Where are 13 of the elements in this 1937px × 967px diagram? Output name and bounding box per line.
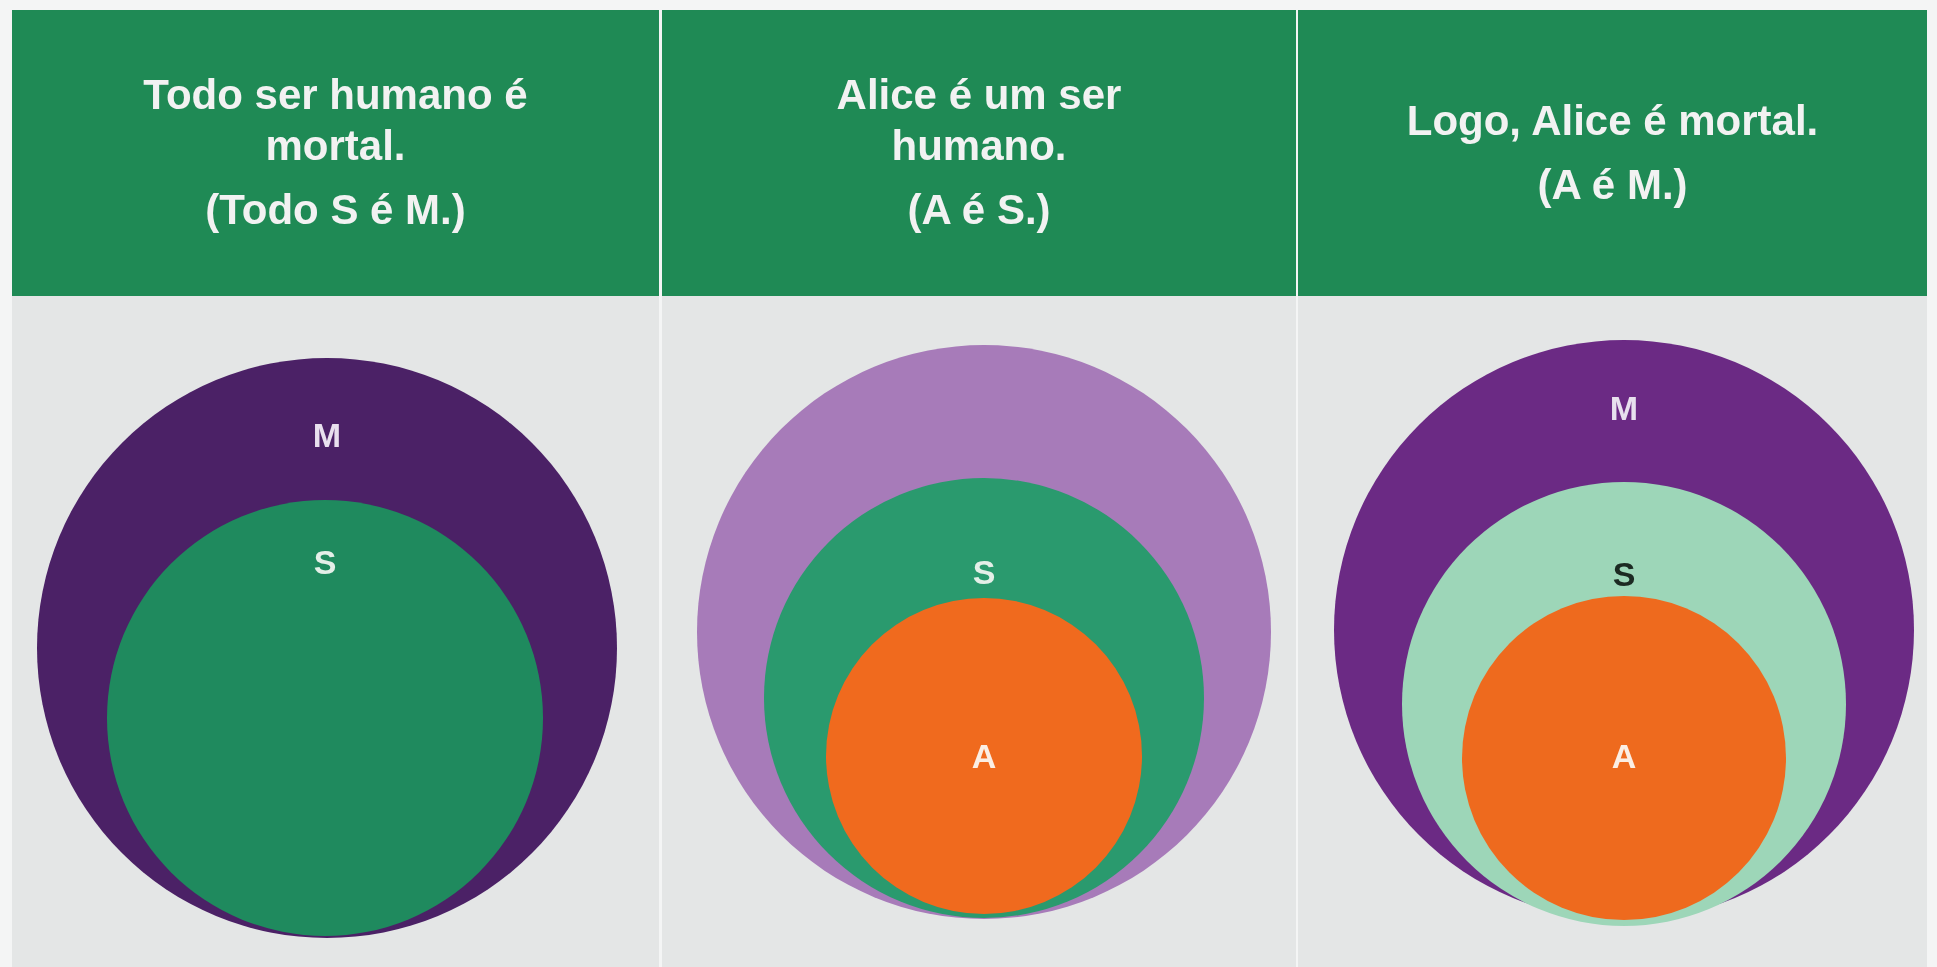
set-letter: S — [1612, 554, 1636, 594]
set-letter: S — [313, 542, 337, 582]
set-letter: A — [971, 736, 997, 776]
set-letter: A — [1611, 736, 1637, 776]
header-text: (Todo S é M.) — [205, 185, 466, 236]
set-letter: S — [972, 552, 996, 592]
header-text: (A é S.) — [907, 185, 1051, 236]
set-letter: M — [1609, 388, 1639, 428]
header-text: (A é M.) — [1537, 160, 1688, 210]
header-text: Alice é um ser humano. — [835, 70, 1123, 171]
header-text: Todo ser humano é mortal. — [142, 70, 529, 171]
header-text: Logo, Alice é mortal. — [1406, 95, 1819, 146]
set-letter: M — [312, 415, 342, 455]
